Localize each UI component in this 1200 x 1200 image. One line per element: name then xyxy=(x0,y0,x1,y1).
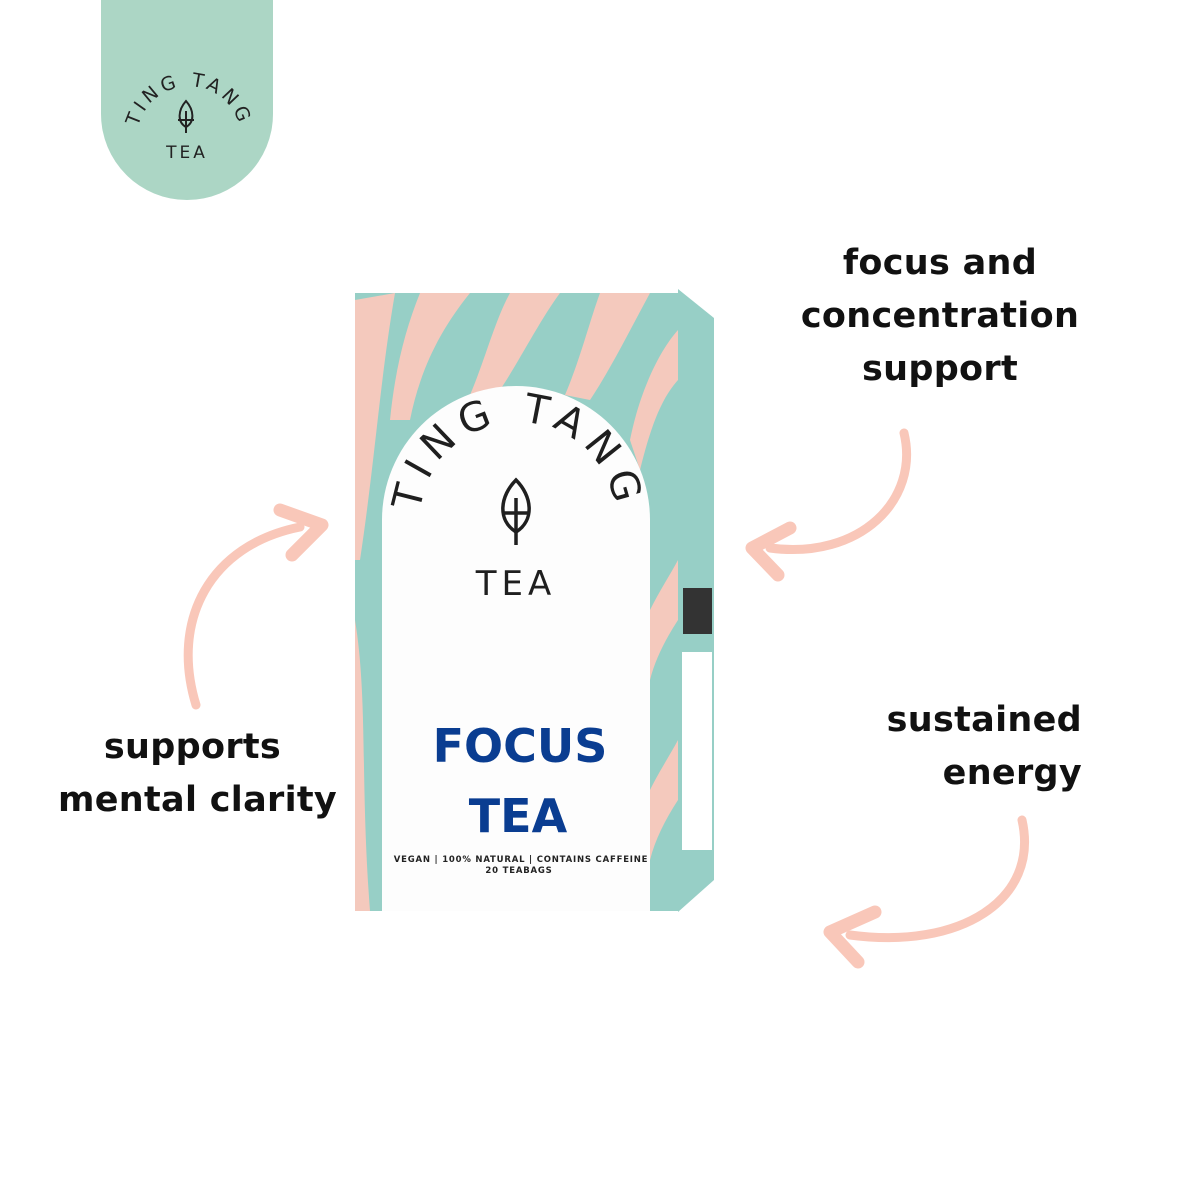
callout-energy: sustained energy xyxy=(880,694,1082,800)
callout-focus: focus and concentration support xyxy=(780,237,1100,396)
callout-clarity: supports mental clarity xyxy=(50,721,345,827)
box-arch-panel xyxy=(382,386,650,911)
callout-line: support xyxy=(862,349,1018,389)
callout-line: focus and xyxy=(842,243,1038,283)
callout-line: concentration xyxy=(800,296,1080,336)
box-side-panel xyxy=(682,652,712,850)
curved-arrow-icon xyxy=(745,428,912,582)
box-side-label xyxy=(683,588,712,634)
callout-line: sustained xyxy=(886,700,1082,740)
callout-line: mental clarity xyxy=(57,780,338,820)
brand-logo: TING TANG TEA xyxy=(121,69,252,163)
box-logo-bottom-text: TEA xyxy=(475,564,557,604)
leaf-icon xyxy=(501,477,531,545)
product-attributes: VEGAN | 100% NATURAL | CONTAINS CAFFEINE xyxy=(394,855,649,865)
curved-arrow-icon xyxy=(823,815,1029,969)
product-name-line1: FOCUS xyxy=(433,719,608,773)
product-name-line2: TEA xyxy=(469,789,568,843)
product-count: 20 TEABAGS xyxy=(485,866,552,876)
callout-line: energy xyxy=(942,753,1082,793)
box-front-face xyxy=(355,293,678,911)
logo-bottom-text: TEA xyxy=(165,143,208,163)
leaf-icon xyxy=(178,99,194,133)
curved-arrow-icon xyxy=(183,503,329,710)
brand-logo-badge: TING TANG TEA xyxy=(101,0,273,200)
callout-line: supports xyxy=(103,727,282,767)
